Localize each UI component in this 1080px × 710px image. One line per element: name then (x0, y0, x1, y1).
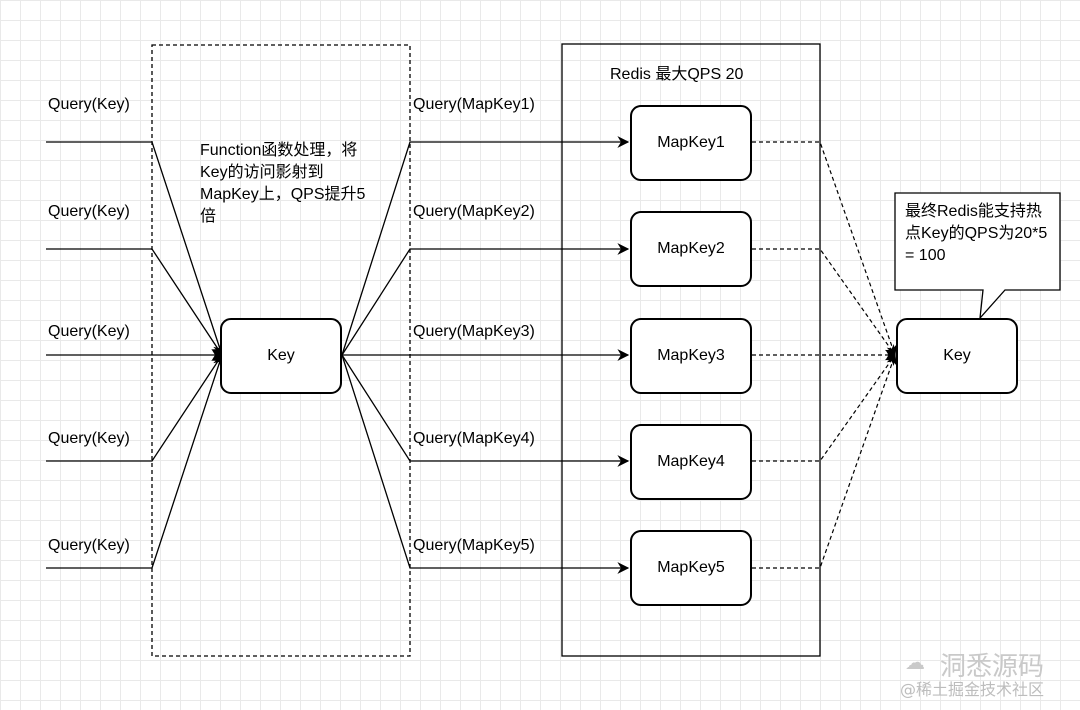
input-edges (46, 141, 225, 569)
callout-text: 最终Redis能支持热点Key的QPS为20*5 = 100 (905, 203, 1048, 264)
watermark-line1: 洞悉源码 (940, 652, 1045, 682)
mapkey-node-5: MapKey5 (630, 530, 752, 606)
input-label-2: Query(Key) (48, 203, 130, 220)
merge-edge-1 (752, 141, 897, 357)
input-edge-5 (46, 353, 225, 569)
merge-edge-2 (752, 248, 896, 356)
redis-box (561, 43, 821, 657)
input-label-1: Query(Key) (48, 96, 130, 113)
mapkey-node-4: MapKey4 (630, 424, 752, 500)
output-edge-1 (341, 136, 630, 356)
map-query-label-3: Query(MapKey3) (413, 323, 535, 340)
mapkey-label-1: MapKey1 (657, 134, 725, 151)
callout-bubble (894, 192, 1061, 320)
function-note: Function函数处理，将Key的访问影射到MapKey上，QPS提升5倍 (200, 142, 366, 225)
input-label-5: Query(Key) (48, 537, 130, 554)
merge-edge-4 (752, 354, 896, 462)
mapkey-node-3: MapKey3 (630, 318, 752, 394)
redis-title: Redis 最大QPS 20 (610, 66, 744, 83)
mapkey-node-1: MapKey1 (630, 105, 752, 181)
right-key-label: Key (943, 347, 971, 364)
input-label-4: Query(Key) (48, 430, 130, 447)
input-edge-1 (46, 141, 225, 357)
input-edge-2 (46, 248, 223, 356)
right-key-node: Key (896, 318, 1018, 394)
mapkey-label-5: MapKey5 (657, 559, 725, 576)
output-edge-5 (341, 354, 630, 574)
wechat-icon: ☁ (905, 650, 925, 674)
merge-edge-5 (752, 353, 897, 569)
map-query-label-4: Query(MapKey4) (413, 430, 535, 447)
mapkey-node-2: MapKey2 (630, 211, 752, 287)
map-query-label-1: Query(MapKey1) (413, 96, 535, 113)
input-label-3: Query(Key) (48, 323, 130, 340)
output-edge-4 (341, 354, 630, 467)
watermark-line2: @稀土掘金技术社区 (900, 680, 1045, 699)
center-key-node: Key (220, 318, 342, 394)
map-query-label-2: Query(MapKey2) (413, 203, 535, 220)
mapkey-label-3: MapKey3 (657, 347, 725, 364)
mapkey-label-4: MapKey4 (657, 453, 725, 470)
output-edges (341, 136, 630, 574)
function-box (151, 44, 411, 657)
map-query-label-5: Query(MapKey5) (413, 537, 535, 554)
output-edge-2 (341, 243, 630, 356)
mapkey-label-2: MapKey2 (657, 240, 725, 257)
merge-edges (752, 141, 897, 569)
input-edge-4 (46, 354, 223, 462)
center-key-label: Key (267, 347, 295, 364)
